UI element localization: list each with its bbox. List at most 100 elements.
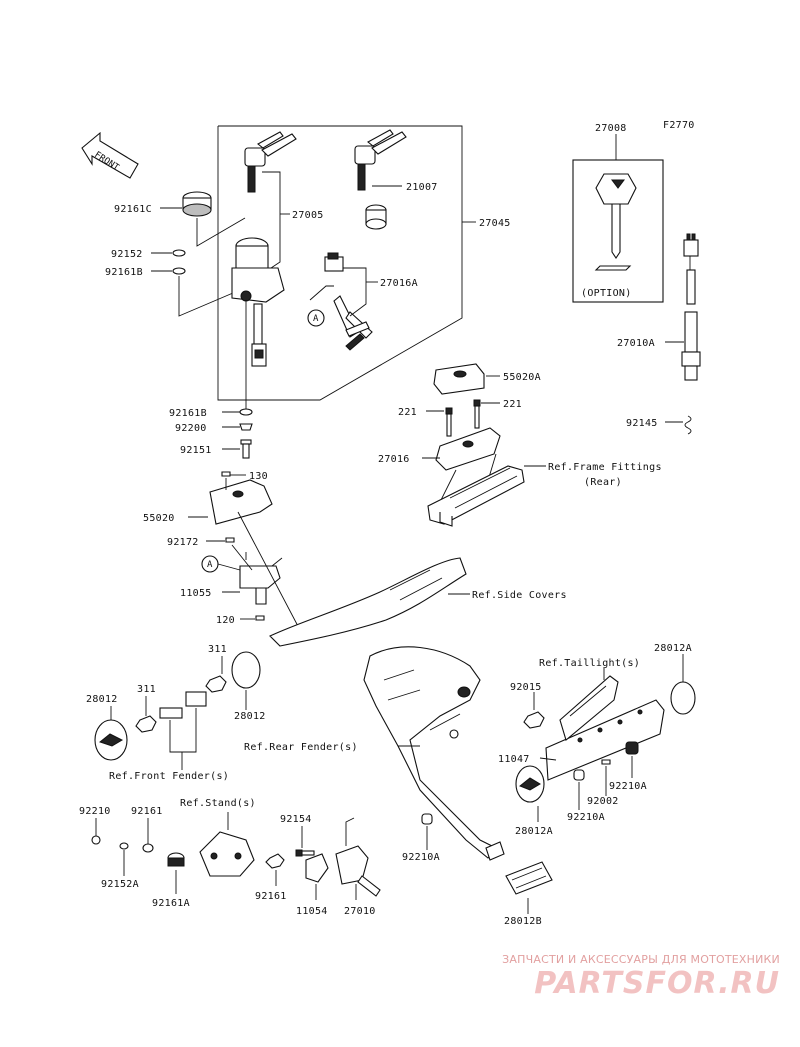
label-92172: 92172 xyxy=(167,537,199,548)
label-120: 120 xyxy=(216,615,235,626)
label-21007: 21007 xyxy=(406,182,438,193)
label-92210a-mid: 92210A xyxy=(567,812,605,823)
label-92161-low: 92161 xyxy=(255,891,287,902)
label-92002: 92002 xyxy=(587,796,619,807)
label-221-right: 221 xyxy=(503,399,522,410)
label-27045: 27045 xyxy=(479,218,511,229)
callout-a-upper: A xyxy=(313,314,319,324)
option-label: (OPTION) xyxy=(581,288,632,299)
label-92200: 92200 xyxy=(175,423,207,434)
watermark-logo: PARTSFOR.RU xyxy=(534,966,780,1001)
label-11055: 11055 xyxy=(180,588,212,599)
label-92015: 92015 xyxy=(510,682,542,693)
cover-55020a-icon xyxy=(433,363,485,395)
washer-92152a-icon xyxy=(119,842,129,850)
reflector-28012b-icon xyxy=(505,861,553,895)
reflector-28012-icon xyxy=(231,651,261,689)
nut-92210a-low-icon xyxy=(421,813,433,825)
label-92151: 92151 xyxy=(180,445,212,456)
label-ref-stand: Ref.Stand(s) xyxy=(180,798,256,809)
label-ref-side-covers: Ref.Side Covers xyxy=(472,590,567,601)
washer-92161b-icon xyxy=(172,267,186,275)
stand-switch-27010-icon xyxy=(335,817,381,897)
label-28012-mid: 28012 xyxy=(234,711,266,722)
screw-120-icon xyxy=(255,615,265,621)
label-92145: 92145 xyxy=(626,418,658,429)
screw-130-icon xyxy=(221,471,231,477)
sensor-27010a-icon xyxy=(681,233,701,381)
label-27016a: 27016A xyxy=(380,278,418,289)
key-21007-icon xyxy=(354,129,407,191)
label-27010a: 27010A xyxy=(617,338,655,349)
collar-92200-icon xyxy=(239,423,253,431)
label-28012a-mid: 28012A xyxy=(515,826,553,837)
label-92154: 92154 xyxy=(280,814,312,825)
label-92161b-top: 92161B xyxy=(105,267,143,278)
rear-fender-icon xyxy=(363,646,505,861)
side-cover-icon xyxy=(269,557,467,647)
bracket-11055-icon xyxy=(239,552,283,605)
nut-92015-icon xyxy=(523,711,545,729)
label-ref-taillights: Ref.Taillight(s) xyxy=(539,658,640,669)
label-27016: 27016 xyxy=(378,454,410,465)
label-28012-left: 28012 xyxy=(86,694,118,705)
key-27005-icon xyxy=(244,131,297,193)
label-28012a-top: 28012A xyxy=(654,643,692,654)
lock-cap-21007-icon xyxy=(365,204,387,230)
watermark-tagline: ЗАПЧАСТИ И АКСЕССУАРЫ ДЛЯ МОТОТЕХНИКИ xyxy=(502,953,780,966)
washer-92152-icon xyxy=(172,249,186,257)
label-92152a: 92152A xyxy=(101,879,139,890)
nut-92210a-mid-icon xyxy=(573,769,585,781)
label-ref-rear-fender: Ref.Rear Fender(s) xyxy=(244,742,358,753)
label-28012b: 28012B xyxy=(504,916,542,927)
cam-11054-icon xyxy=(305,853,329,883)
label-92152: 92152 xyxy=(111,249,143,260)
label-55020a: 55020A xyxy=(503,372,541,383)
label-130: 130 xyxy=(249,471,268,482)
screw-92172-icon xyxy=(225,537,235,543)
lock-27016a-icon xyxy=(324,252,373,351)
frame-fittings-rear-icon xyxy=(427,465,525,527)
cap-92161c-icon xyxy=(182,191,212,217)
label-27008: 27008 xyxy=(595,123,627,134)
bolt-221-left-icon xyxy=(445,407,453,437)
bolt-221-right-icon xyxy=(473,399,481,429)
label-92161c: 92161C xyxy=(114,204,152,215)
figure-code: F2770 xyxy=(663,120,695,131)
license-bracket-11047-icon xyxy=(545,699,665,781)
label-311-left: 311 xyxy=(137,684,156,695)
callout-a-lower: A xyxy=(207,560,213,570)
screw-92002-icon xyxy=(601,759,611,765)
stand-bracket-icon xyxy=(199,831,255,877)
cover-55020-icon xyxy=(209,479,273,525)
label-27010: 27010 xyxy=(344,906,376,917)
spacer-icon xyxy=(159,691,207,719)
ignition-switch-icon xyxy=(231,237,285,367)
label-11054: 11054 xyxy=(296,906,328,917)
label-221-left: 221 xyxy=(398,407,417,418)
label-ref-frame-fittings: Ref.Frame Fittings xyxy=(548,462,662,473)
label-92161b-low: 92161B xyxy=(169,408,207,419)
nut-311-icon xyxy=(205,675,227,693)
screw-92154-icon xyxy=(295,849,315,857)
label-11047: 11047 xyxy=(498,754,530,765)
collar-92161a-icon xyxy=(167,852,185,867)
label-ref-front-fender: Ref.Front Fender(s) xyxy=(109,771,229,782)
label-311-top: 311 xyxy=(208,644,227,655)
label-92210a-right: 92210A xyxy=(609,781,647,792)
spring-92145-icon xyxy=(684,415,692,435)
taillight-bracket-icon xyxy=(559,675,619,741)
kit-27045-frame xyxy=(217,125,463,401)
key-27008-icon xyxy=(594,173,637,271)
label-92161-left: 92161 xyxy=(131,806,163,817)
nut-92161-low-icon xyxy=(265,853,285,869)
nut-311-left-icon xyxy=(135,715,157,733)
label-92161a: 92161A xyxy=(152,898,190,909)
label-ref-frame-fittings-rear: (Rear) xyxy=(584,477,622,488)
label-55020: 55020 xyxy=(143,513,175,524)
bolt-92151-icon xyxy=(240,439,252,459)
label-92210a-low: 92210A xyxy=(402,852,440,863)
